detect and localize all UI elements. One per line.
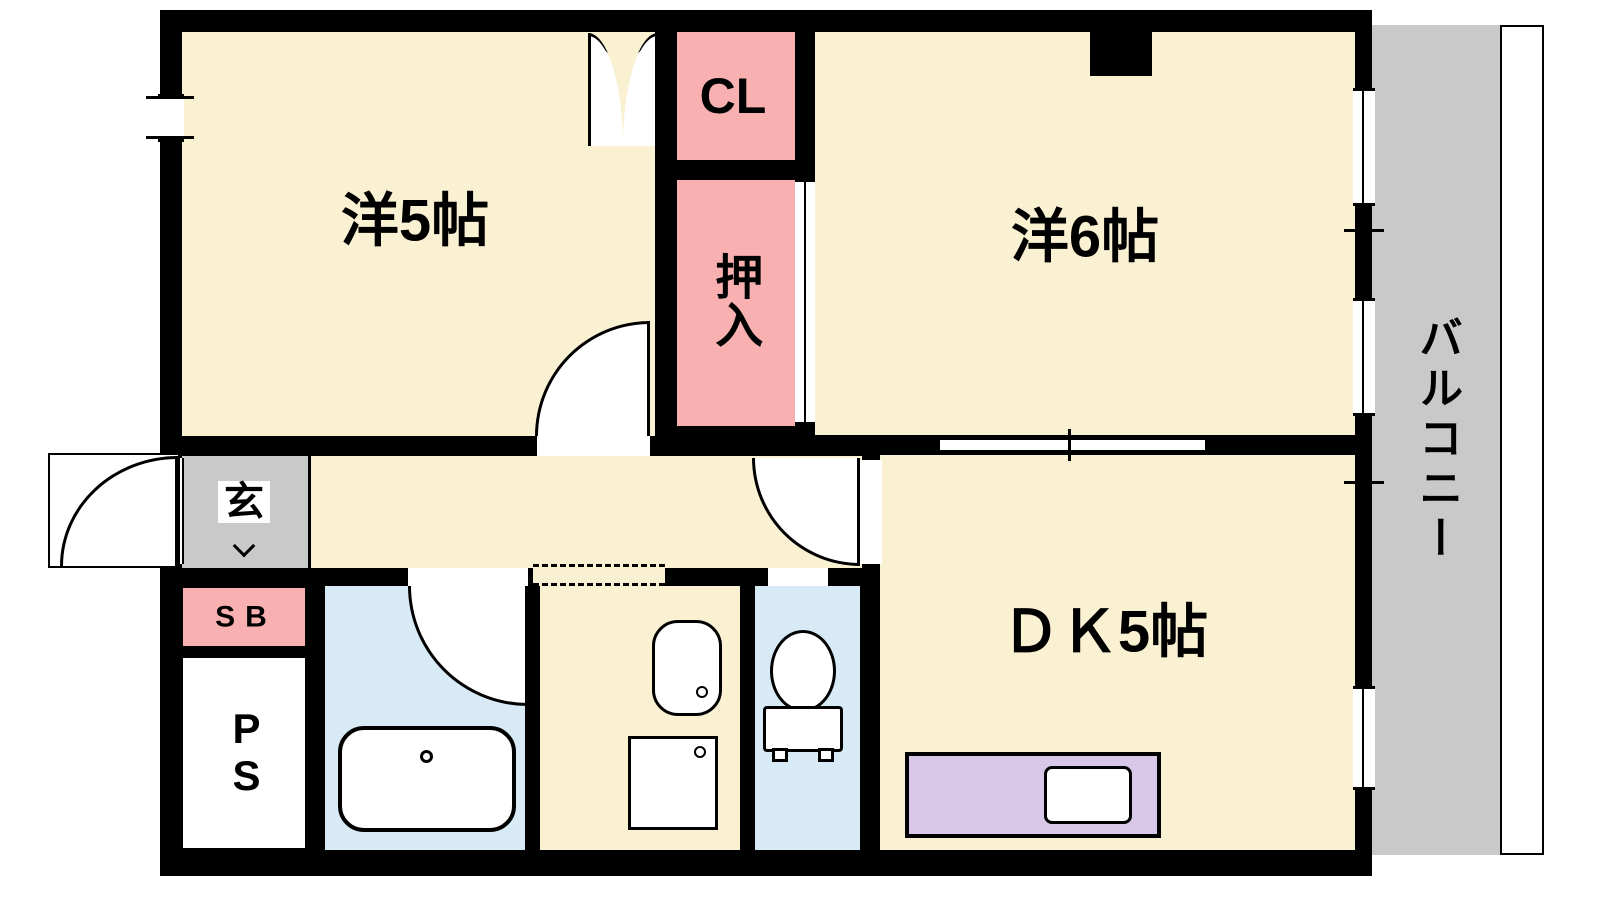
washing-machine-valve [694, 746, 706, 758]
dashed-boundary [533, 564, 665, 586]
washbasin [652, 620, 722, 716]
toilet-foot-left [772, 748, 788, 762]
window-western6-tick [1068, 429, 1071, 461]
washbasin-drain [696, 686, 708, 698]
bathtub [338, 726, 516, 832]
wall-notch [1090, 30, 1152, 76]
window-west-tick-bottom [146, 136, 194, 139]
opening-western5-door [537, 436, 650, 456]
window-balcony-1 [1353, 88, 1375, 206]
window-balcony-dk [1353, 686, 1375, 790]
window-west-tick-top [146, 96, 194, 99]
closet-oshiire-label: 押入 [707, 252, 761, 348]
bathtub-faucet [420, 750, 433, 763]
genkan-label: 玄 [218, 481, 270, 523]
shoe-box-label: SB [215, 600, 277, 634]
genkan-step-line [308, 456, 311, 568]
closet-cl [677, 32, 795, 160]
balcony-deck [1372, 25, 1500, 855]
room-western6 [815, 32, 1355, 435]
shoe-box [183, 588, 305, 646]
opening-toilet [768, 568, 828, 586]
opening-hall-dk [860, 460, 882, 564]
balcony-railing [1500, 25, 1544, 855]
wall-tick-balcony-1 [1344, 229, 1384, 232]
room-dk-label: ＤＫ5帖 [1001, 599, 1209, 665]
kitchen-sink [1044, 766, 1132, 824]
balcony-label: バルコニー [1412, 315, 1462, 565]
closet-cl-label: CL [699, 67, 767, 124]
toilet-bowl [770, 630, 836, 712]
room-western5-label: 洋5帖 [340, 188, 490, 254]
toilet-foot-right [818, 748, 834, 762]
closet-oshiire [677, 180, 795, 426]
window-western6-south [940, 437, 1205, 453]
toilet-tank [763, 706, 843, 752]
pipe-space [183, 658, 305, 848]
oshiire-sliding-line [804, 182, 806, 422]
window-balcony-2 [1353, 298, 1375, 416]
room-western6-label: 洋6帖 [1010, 204, 1160, 270]
wall-tick-balcony-2 [1344, 481, 1384, 484]
pipe-space-label: PS [223, 705, 271, 799]
opening-bathroom [408, 568, 528, 586]
window-west-wall [158, 94, 184, 142]
